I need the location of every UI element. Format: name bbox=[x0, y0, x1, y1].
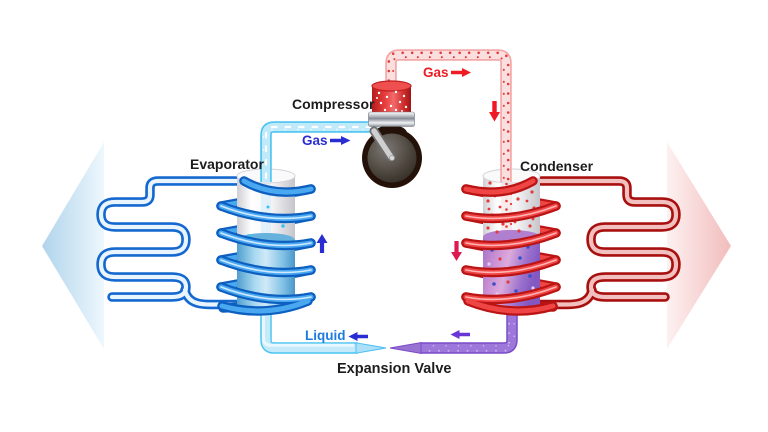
liquid-line-blue bbox=[260, 304, 387, 354]
compressor-label: Compressor bbox=[292, 96, 375, 112]
gas-discharge-label: Gas bbox=[423, 65, 449, 80]
evaporator-outdoor-coil bbox=[96, 176, 263, 310]
liquid-label: Liquid bbox=[305, 328, 346, 343]
condenser-outdoor-coil bbox=[514, 176, 681, 310]
liquid-purple-left-arrow bbox=[450, 330, 470, 339]
gas-suction-label: Gas bbox=[302, 133, 328, 148]
condenser-down-arrow bbox=[451, 241, 462, 261]
compressor-bubbles bbox=[376, 90, 408, 112]
compressor-collar bbox=[368, 111, 415, 127]
gas-discharge-arrow bbox=[451, 68, 471, 77]
compressor-piston-rod bbox=[371, 128, 394, 160]
cold-side-arrow bbox=[42, 142, 104, 349]
hot-side-arrow bbox=[667, 142, 731, 349]
hot-gas-down-arrow bbox=[489, 101, 500, 122]
liquid-left-arrow bbox=[348, 332, 368, 341]
compressor-unit bbox=[362, 80, 422, 188]
expansion-valve-outlet-cone bbox=[355, 342, 387, 354]
evaporator-label: Evaporator bbox=[190, 156, 264, 172]
expansion-valve-inlet-cone bbox=[389, 342, 422, 354]
evaporator-up-arrow bbox=[316, 234, 328, 253]
condenser-label: Condenser bbox=[520, 158, 594, 174]
flow-arrows bbox=[316, 68, 500, 341]
expansion-valve-label: Expansion Valve bbox=[337, 361, 452, 377]
suction-gas-pipe bbox=[260, 121, 389, 182]
gas-suction-arrow bbox=[330, 136, 351, 145]
condenser-coil-front bbox=[461, 176, 561, 316]
internal-pipe-shadow bbox=[501, 178, 512, 237]
discharge-gas-pipe bbox=[385, 49, 512, 184]
internal-pipe-shadow bbox=[261, 178, 271, 240]
liquid-line-purple bbox=[389, 304, 518, 354]
evaporator-coil-front bbox=[216, 176, 316, 316]
